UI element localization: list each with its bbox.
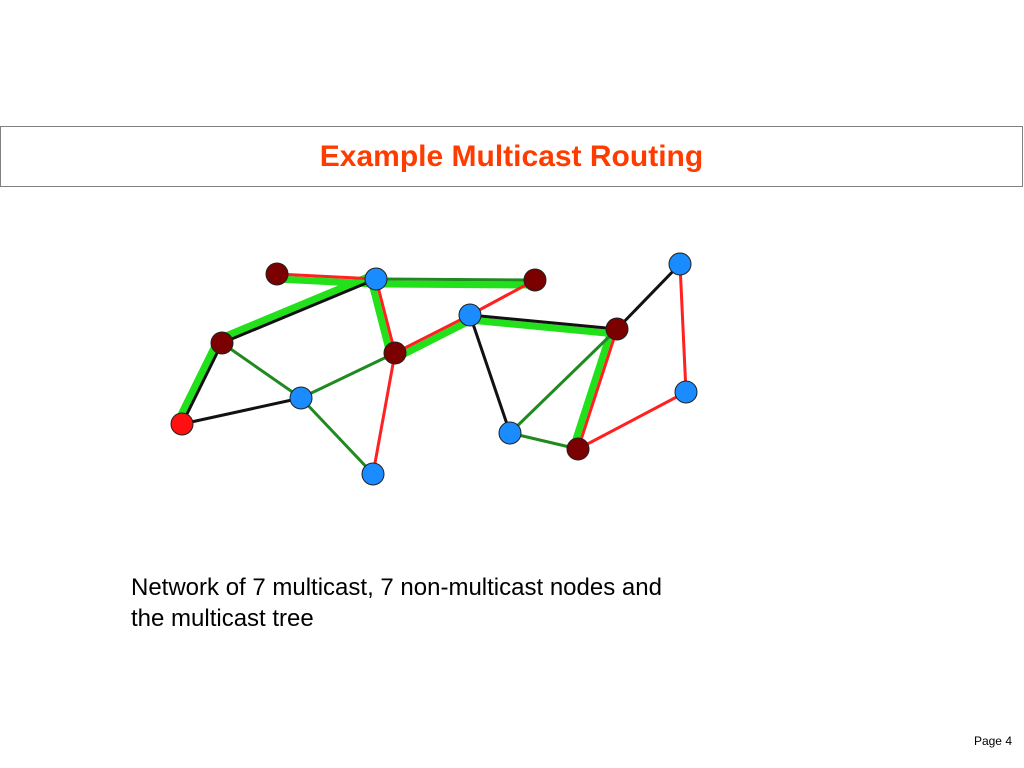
tree-highlight-n2-n4 [216, 270, 378, 342]
multicast-node-n1 [265, 262, 289, 286]
link-n11-n13 [678, 263, 688, 393]
non-multicast-node-n9 [458, 303, 482, 327]
link-n13-n14 [577, 390, 687, 451]
link-n2-n7 [374, 278, 397, 354]
source-node-n6 [170, 412, 194, 436]
tree-highlight-n2-n7 [367, 276, 394, 358]
link-n5-n7 [300, 351, 396, 400]
page-number: Page 4 [973, 734, 1012, 748]
link-n12-n14 [509, 431, 579, 451]
non-multicast-node-n13 [674, 380, 698, 404]
link-n2-n3 [375, 277, 536, 282]
slide-title: Example Multicast Routing [319, 139, 704, 173]
nodes-layer [170, 252, 698, 486]
multicast-node-n10 [605, 317, 629, 341]
non-multicast-node-n11 [668, 252, 692, 276]
caption-line-2: the multicast tree [131, 605, 314, 632]
link-n9-n12 [468, 314, 512, 434]
link-n5-n8 [299, 396, 375, 476]
link-n10-n12 [508, 327, 619, 435]
link-n7-n8 [371, 352, 397, 475]
links-layer [174, 262, 688, 476]
slide-caption: Network of 7 multicast, 7 non-multicast … [131, 572, 811, 634]
tree-highlight-n9-n10 [466, 316, 621, 338]
link-n10-n11 [615, 262, 682, 331]
multicast-node-n4 [210, 331, 234, 355]
tree-highlight-n10-n14 [569, 323, 616, 451]
non-multicast-node-n2 [364, 267, 388, 291]
link-n10-n14 [576, 328, 619, 450]
tree-highlight-n7-n9 [393, 315, 476, 361]
title-box: Example Multicast Routing [0, 126, 1023, 187]
non-multicast-node-n8 [361, 462, 385, 486]
link-n1-n2 [276, 272, 377, 281]
multicast-node-n14 [566, 437, 590, 461]
link-n7-n9 [394, 313, 471, 355]
non-multicast-node-n12 [498, 421, 522, 445]
non-multicast-node-n5 [289, 386, 313, 410]
tree-highlight-n4-n6 [174, 337, 222, 426]
link-n9-n3 [469, 278, 536, 317]
link-n4-n5 [221, 341, 302, 400]
link-n4-n6 [180, 342, 224, 425]
multicast-node-n7 [383, 341, 407, 365]
tree-highlight-n2-n3 [372, 280, 539, 289]
link-n6-n5 [181, 396, 302, 426]
caption-line-1: Network of 7 multicast, 7 non-multicast … [131, 574, 662, 601]
multicast-node-n3 [523, 268, 547, 292]
link-n9-n10 [469, 313, 618, 331]
link-n2-n4 [221, 277, 377, 345]
